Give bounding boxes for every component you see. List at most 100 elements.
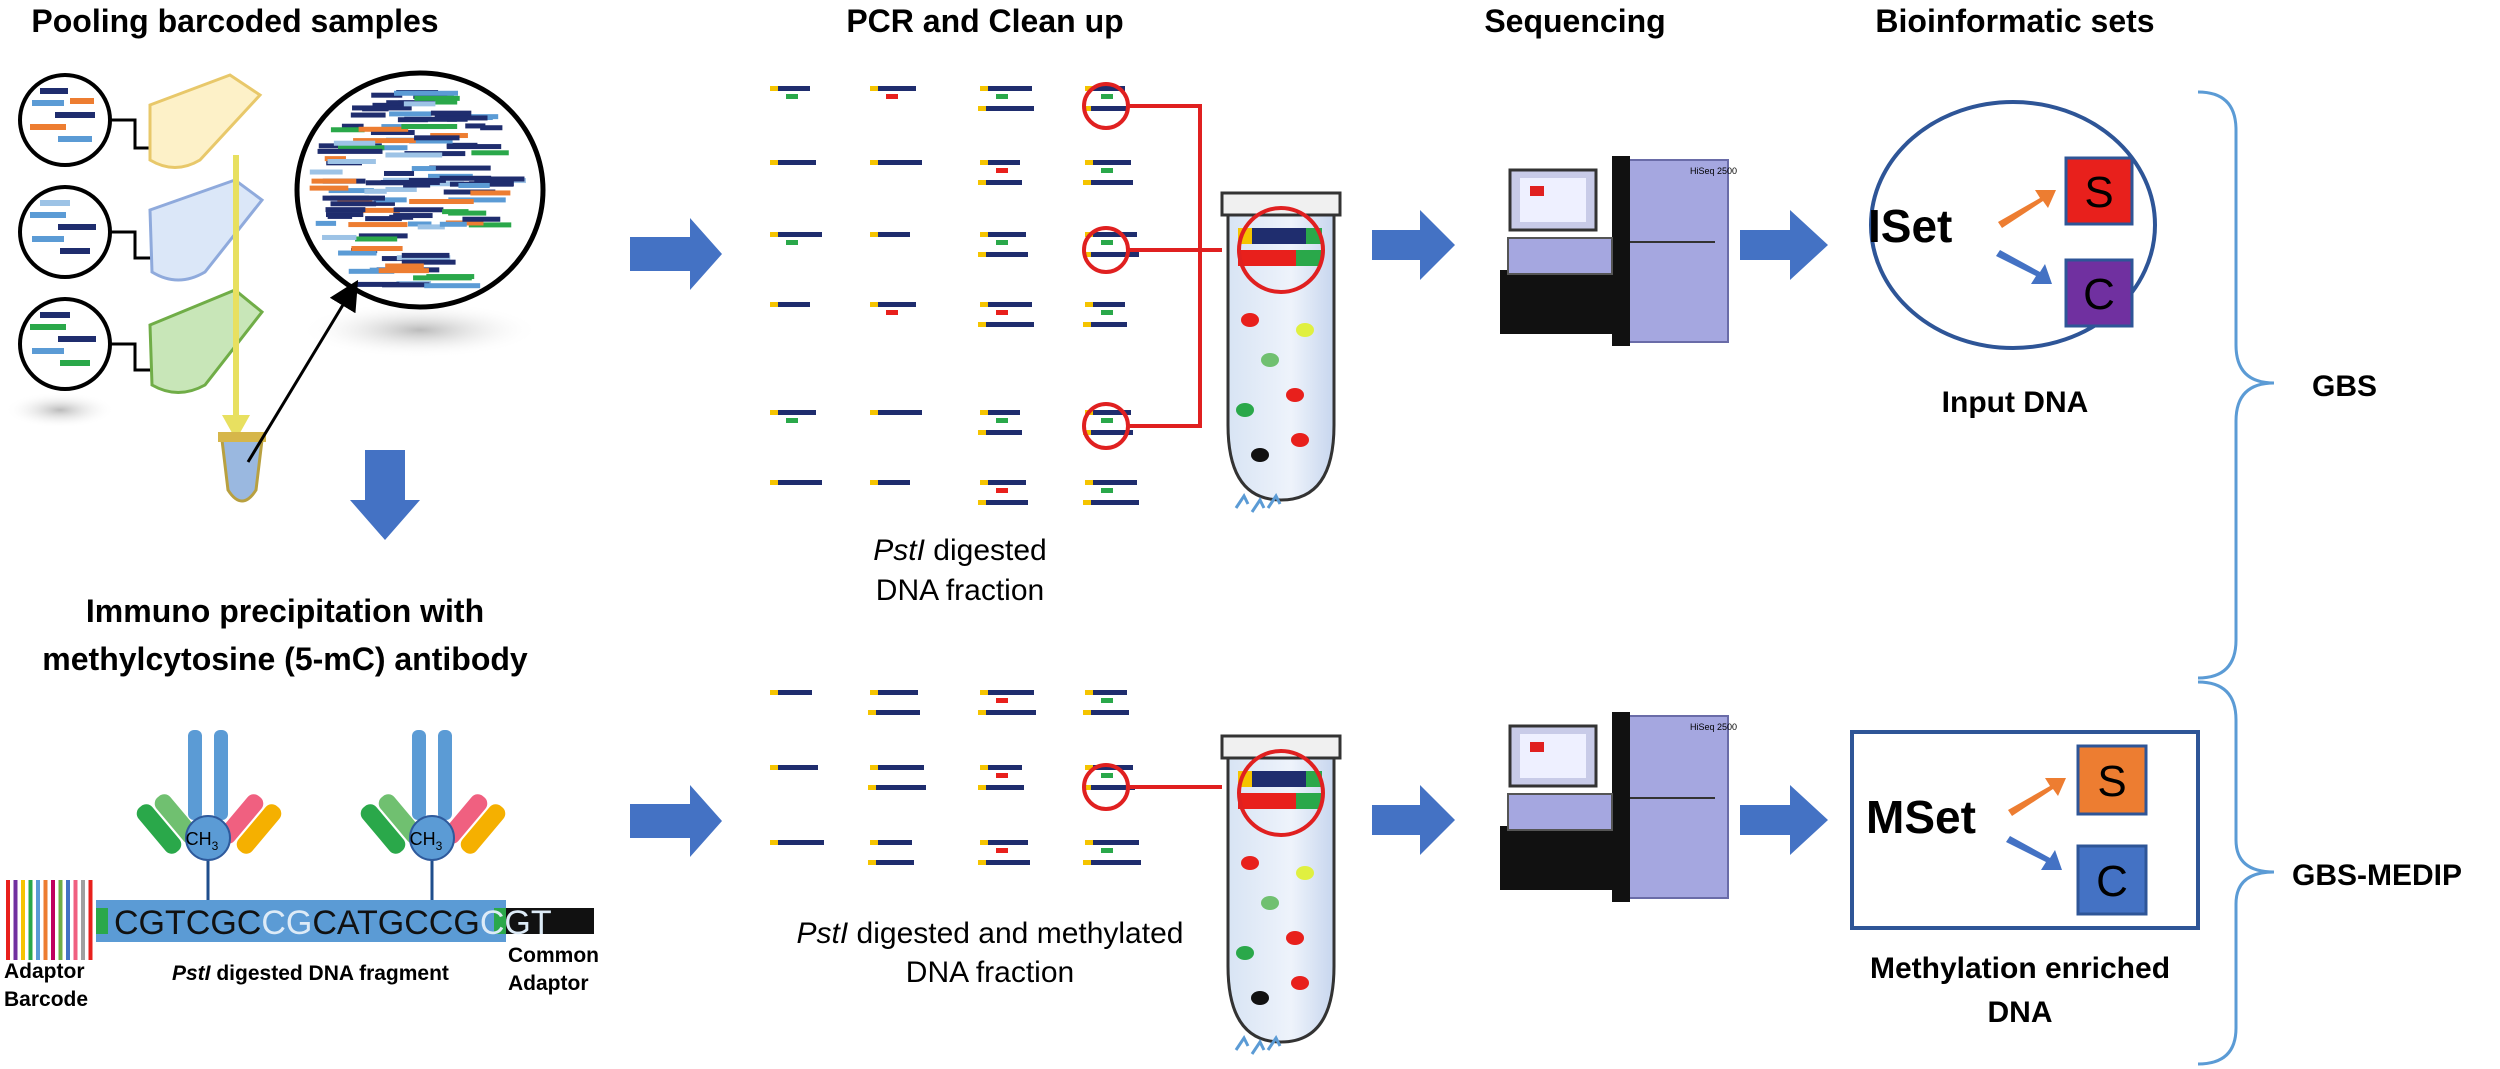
iset-c-box	[2064, 258, 2134, 328]
read-tag	[1101, 488, 1113, 493]
barcode-stripe	[51, 880, 55, 960]
adaptor-barcode	[6, 880, 93, 960]
pooled-fragment	[365, 216, 402, 222]
pooled-fragment	[327, 159, 376, 165]
mset-caption-1: Methylation enriched	[1870, 952, 2170, 985]
read-barcode	[770, 86, 778, 91]
read-barcode	[980, 410, 988, 415]
fragments-top	[770, 86, 1139, 505]
read-fragment	[878, 480, 910, 485]
fragment-pst-italic: PstI	[172, 962, 212, 985]
read-barcode	[870, 840, 878, 845]
pooled-fragment	[385, 263, 424, 269]
pooled-fragment	[309, 169, 343, 175]
arrow-right-4	[1372, 785, 1455, 855]
svg-text:CH3: CH3	[186, 829, 219, 853]
read-barcode	[978, 860, 986, 865]
read-fragment	[778, 232, 822, 237]
sequencer-bottom-label: HiSeq 2500	[1690, 722, 1737, 732]
common-adaptor-label-1: Common	[508, 944, 599, 967]
pooled-fragment	[362, 106, 389, 112]
read-barcode	[978, 180, 986, 185]
read-barcode	[870, 160, 878, 165]
seq-part-c: CATGCCG	[312, 904, 479, 942]
flow-arrows	[630, 210, 1828, 857]
gbs-medip-label: GBS-MEDIP	[2292, 859, 2462, 892]
mset-s-box	[2076, 744, 2148, 816]
read-fragment	[1093, 410, 1131, 415]
read-fragment	[1093, 302, 1125, 307]
read-barcode	[1083, 106, 1091, 111]
read-tag	[1101, 240, 1113, 245]
read-fragment	[778, 86, 810, 91]
read-fragment	[988, 302, 1032, 307]
read-fragment	[878, 160, 922, 165]
read-fragment	[878, 840, 912, 845]
pooled-fragment	[393, 213, 433, 219]
pooled-fragment	[446, 144, 502, 150]
pooled-fragment	[458, 182, 490, 188]
read-barcode	[1085, 302, 1093, 307]
read-fragment	[986, 785, 1024, 790]
read-fragment	[778, 160, 816, 165]
read-tag	[996, 168, 1008, 173]
sequencer-top: HiSeq 2500	[1500, 156, 1737, 346]
sample-circle-1	[18, 73, 112, 167]
pooled-fragment	[311, 178, 357, 184]
pooled-fragment	[327, 213, 353, 219]
pooled-fragment	[443, 189, 496, 195]
seq-part-d: CGT	[480, 904, 552, 942]
pooled-fragment	[414, 135, 460, 141]
read-fragment	[988, 480, 1026, 485]
read-tag	[996, 698, 1008, 703]
pooled-fragment	[468, 181, 514, 187]
read-tag	[786, 94, 798, 99]
read-fragment	[1091, 180, 1133, 185]
pooled-fragment	[338, 145, 385, 151]
read-barcode	[980, 232, 988, 237]
read-fragment	[988, 765, 1022, 770]
read-barcode	[1085, 86, 1093, 91]
pooled-fragment	[325, 207, 366, 213]
read-barcode	[980, 302, 988, 307]
read-barcode	[1083, 710, 1091, 715]
read-barcode	[1083, 860, 1091, 865]
pooled-fragment	[378, 268, 429, 274]
brackets	[2197, 90, 2275, 1066]
read-fragment	[878, 690, 918, 695]
read-fragment	[988, 160, 1020, 165]
pooled-fragment	[393, 207, 444, 213]
read-fragment	[988, 232, 1026, 237]
read-barcode	[770, 232, 778, 237]
svg-text:PstI digested: PstI digested	[873, 534, 1046, 567]
read-fragment	[1093, 690, 1127, 695]
sequencer-bottom: HiSeq 2500	[1500, 712, 1737, 902]
header-pcr: PCR and Clean up	[846, 3, 1123, 39]
read-fragment	[1093, 86, 1125, 91]
read-tag	[886, 94, 898, 99]
read-tag	[1101, 168, 1113, 173]
ch3-label-1: CH	[186, 829, 212, 849]
pooled-fragment	[322, 195, 385, 201]
immuno-title-line1: Immuno precipitation with	[86, 593, 484, 629]
fraction-top-italic: PstI	[873, 534, 925, 567]
read-barcode	[770, 302, 778, 307]
bead-blob	[1251, 991, 1269, 1005]
read-fragment	[1091, 710, 1129, 715]
pooled-fragment	[356, 281, 400, 287]
pooled-fragment	[448, 197, 506, 203]
read-barcode	[1085, 480, 1093, 485]
read-fragment	[778, 690, 812, 695]
read-barcode	[1083, 785, 1091, 790]
read-fragment	[778, 302, 810, 307]
pooled-fragment	[382, 282, 430, 288]
pooled-fragment	[401, 124, 458, 130]
read-fragment	[778, 765, 818, 770]
bead-blob	[1236, 403, 1254, 417]
read-barcode	[1083, 252, 1091, 257]
barcode-stripe	[6, 880, 10, 960]
read-fragment	[986, 710, 1036, 715]
iset-c: C	[2083, 270, 2115, 319]
arrow-right-6	[1740, 785, 1828, 855]
